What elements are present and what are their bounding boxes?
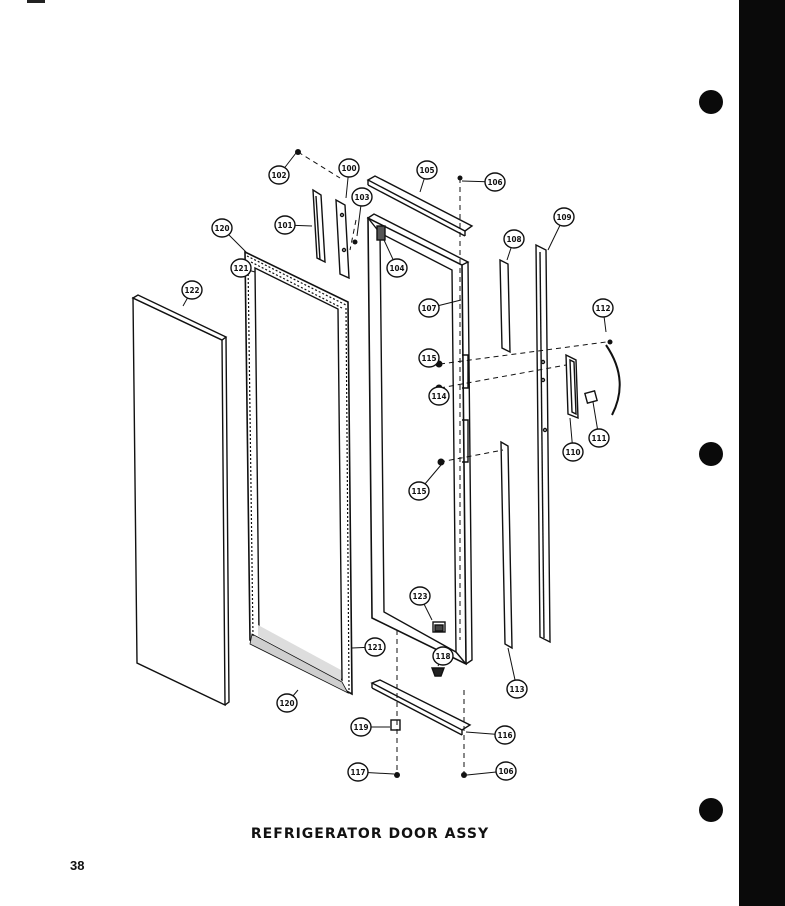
callout-label: 100 xyxy=(341,164,356,173)
callout-111: 111 xyxy=(588,401,610,448)
callout-label: 117 xyxy=(350,768,365,777)
callout-122: 122 xyxy=(181,280,203,307)
callout-label: 115 xyxy=(411,487,426,496)
bottom-channel xyxy=(370,679,472,736)
callout-label: 113 xyxy=(509,685,524,694)
callout-121: 121 xyxy=(230,258,256,278)
callout-101: 101 xyxy=(274,215,313,235)
handle-bracket xyxy=(565,353,579,420)
callout-label: 106 xyxy=(498,767,513,776)
door-handle xyxy=(605,344,621,416)
callout-label: 108 xyxy=(506,235,521,244)
callout-120: 120 xyxy=(211,218,247,253)
callout-label: 105 xyxy=(419,166,434,175)
binder-hole-top xyxy=(699,90,723,114)
callout-116: 116 xyxy=(465,725,516,745)
handle-rail xyxy=(535,243,551,644)
leveling-foot xyxy=(430,667,446,677)
callout-103: 103 xyxy=(351,187,373,237)
callout-label: 120 xyxy=(214,224,229,233)
callout-label: 111 xyxy=(591,434,606,443)
callout-115: 115 xyxy=(408,464,442,501)
callout-label: 114 xyxy=(431,392,446,401)
callout-117: 117 xyxy=(347,762,395,782)
callout-label: 122 xyxy=(184,286,199,295)
door-stop-strip xyxy=(499,258,511,354)
callout-label: 101 xyxy=(277,221,292,230)
binding-strip xyxy=(739,0,785,906)
callout-108: 108 xyxy=(503,229,525,261)
callout-118: 118 xyxy=(432,646,454,667)
callout-114: 114 xyxy=(428,386,450,406)
callout-label: 119 xyxy=(353,723,368,732)
callout-110: 110 xyxy=(562,417,584,462)
callout-label: 110 xyxy=(565,448,580,457)
callout-113: 113 xyxy=(506,647,528,699)
callout-label: 104 xyxy=(389,264,404,273)
top-channel xyxy=(366,175,474,237)
callout-label: 106 xyxy=(487,178,502,187)
hinge-strip-101 xyxy=(312,188,326,264)
callout-label: 112 xyxy=(595,304,610,313)
callout-123: 123 xyxy=(409,586,433,621)
door-gasket xyxy=(244,250,353,696)
callout-107: 107 xyxy=(418,298,462,318)
lower-strip xyxy=(500,440,513,650)
door-liner-panel xyxy=(131,294,230,707)
callout-group: 102 100 103 101 105 106 120 121 122 104 107 108 109 1… xyxy=(181,152,614,782)
callout-120: 120 xyxy=(276,689,299,713)
bottom-clip xyxy=(390,719,401,731)
callout-label: 120 xyxy=(279,699,294,708)
callout-121: 121 xyxy=(351,637,386,657)
callout-label: 121 xyxy=(367,643,382,652)
callout-label: 118 xyxy=(435,652,450,661)
callout-119: 119 xyxy=(350,717,390,737)
binder-hole-middle xyxy=(699,442,723,466)
page-number: 38 xyxy=(70,858,85,873)
callout-label: 102 xyxy=(271,171,286,180)
callout-label: 103 xyxy=(354,193,369,202)
handle-pad xyxy=(584,390,598,404)
callout-104: 104 xyxy=(383,239,408,278)
callout-106: 106 xyxy=(466,761,517,781)
callout-100: 100 xyxy=(338,158,360,199)
callout-102: 102 xyxy=(268,152,297,185)
callout-115: 115 xyxy=(418,348,440,368)
callout-label: 109 xyxy=(556,213,571,222)
callout-106: 106 xyxy=(461,172,506,192)
callout-112: 112 xyxy=(592,298,614,333)
door-frame xyxy=(366,213,473,666)
callout-label: 123 xyxy=(412,592,427,601)
callout-label: 107 xyxy=(421,304,436,313)
callout-label: 115 xyxy=(421,354,436,363)
callout-109: 109 xyxy=(547,207,575,251)
hinge-strip-100 xyxy=(335,198,350,280)
page-title: REFRIGERATOR DOOR ASSY xyxy=(250,826,490,842)
binder-hole-bottom xyxy=(699,798,723,822)
callout-105: 105 xyxy=(416,160,438,193)
callout-label: 121 xyxy=(233,264,248,273)
callout-label: 116 xyxy=(497,731,512,740)
